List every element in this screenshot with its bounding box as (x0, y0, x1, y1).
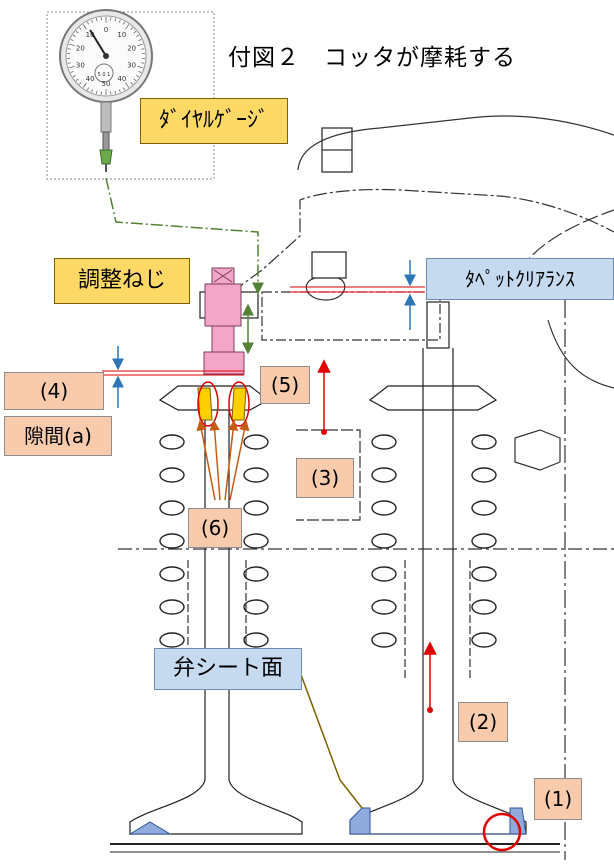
spring-coil (372, 435, 396, 449)
spring-coil (472, 600, 496, 614)
adjust-screw-neck (212, 326, 234, 352)
spring-coil (244, 600, 268, 614)
adjust-screw (204, 268, 244, 374)
dial-number: 30 (76, 61, 85, 69)
spring-coil (244, 534, 268, 548)
dial-tip-nut (100, 150, 112, 164)
spring-coil (160, 633, 184, 647)
pointer-6-a (200, 422, 215, 500)
rocker-pivot (312, 252, 346, 278)
dial-number: 30 (127, 61, 136, 69)
spring-coil (244, 435, 268, 449)
spring-coil (160, 435, 184, 449)
spring-coil (244, 468, 268, 482)
right-retainer (370, 386, 496, 410)
gap-a-label: 隙間(a) (4, 416, 112, 456)
dial-stem (101, 102, 111, 132)
spring-coil (372, 567, 396, 581)
spring-coil (472, 468, 496, 482)
spring-coil (472, 501, 496, 515)
item-5-label: (5) (260, 366, 310, 404)
valve-motion-dot (427, 707, 433, 713)
rocker-motion-dot (321, 429, 327, 435)
spring-coil (244, 501, 268, 515)
spring-coil (472, 567, 496, 581)
dial-number: 20 (127, 45, 136, 53)
spring-coil (160, 501, 184, 515)
spring-coil (472, 633, 496, 647)
dial-number: 20 (76, 45, 85, 53)
spring-coil (160, 534, 184, 548)
spring-coil (472, 435, 496, 449)
spring-coil (472, 534, 496, 548)
right-valve-head (350, 780, 526, 834)
dial-number: 10 (117, 31, 126, 39)
dial-center-digits: 5 0 1 (98, 72, 111, 78)
spring-coil (244, 567, 268, 581)
left-retainer (160, 386, 268, 410)
seat-label-leader (300, 672, 362, 808)
right-valve-tip (427, 302, 449, 348)
item-3-label: (3) (296, 458, 354, 498)
dial-hub (103, 53, 109, 59)
item-1-label: (1) (534, 778, 582, 820)
spring-coil (160, 468, 184, 482)
rocker-bulb (306, 278, 344, 300)
tappet-clearance-label: ﾀﾍﾟｯﾄｸﾘｱﾗﾝｽ (426, 258, 614, 300)
dial-number: 40 (86, 75, 95, 83)
item-4-label: (4) (4, 372, 104, 410)
cylinder-head-curve-2 (548, 320, 614, 388)
dial-number: 40 (117, 75, 126, 83)
spring-coil (372, 501, 396, 515)
engine-drawing (110, 116, 614, 860)
left-cotter-2 (232, 388, 246, 420)
spring-coil (372, 468, 396, 482)
figure-title: 付図２ コッタが摩耗する (228, 38, 516, 72)
left-seat-face (130, 822, 170, 834)
spring-coil (372, 534, 396, 548)
dial-stem-lower (103, 132, 109, 150)
spring-coil (244, 633, 268, 647)
item-6-label: (6) (188, 508, 242, 548)
spring-coil (160, 567, 184, 581)
rocker-arm (298, 116, 614, 170)
spring-coil (372, 600, 396, 614)
spring-coil (160, 600, 184, 614)
adjust-screw-label: 調整ねじ (54, 258, 190, 304)
head-nut (515, 430, 560, 470)
rocker-arm-body (262, 292, 440, 340)
dial-number: 0 (104, 26, 108, 34)
item-2-label: (2) (458, 702, 508, 742)
dial-number: 50 (102, 80, 111, 88)
valve-seat-label: 弁シート面 (154, 648, 302, 690)
spring-coil (372, 633, 396, 647)
right-seat-face (350, 808, 526, 834)
adjust-screw-body (205, 284, 241, 326)
dial-gauge-label: ﾀﾞｲﾔﾙｹﾞｰｼﾞ (140, 98, 288, 144)
pointer-6-b (214, 422, 220, 500)
